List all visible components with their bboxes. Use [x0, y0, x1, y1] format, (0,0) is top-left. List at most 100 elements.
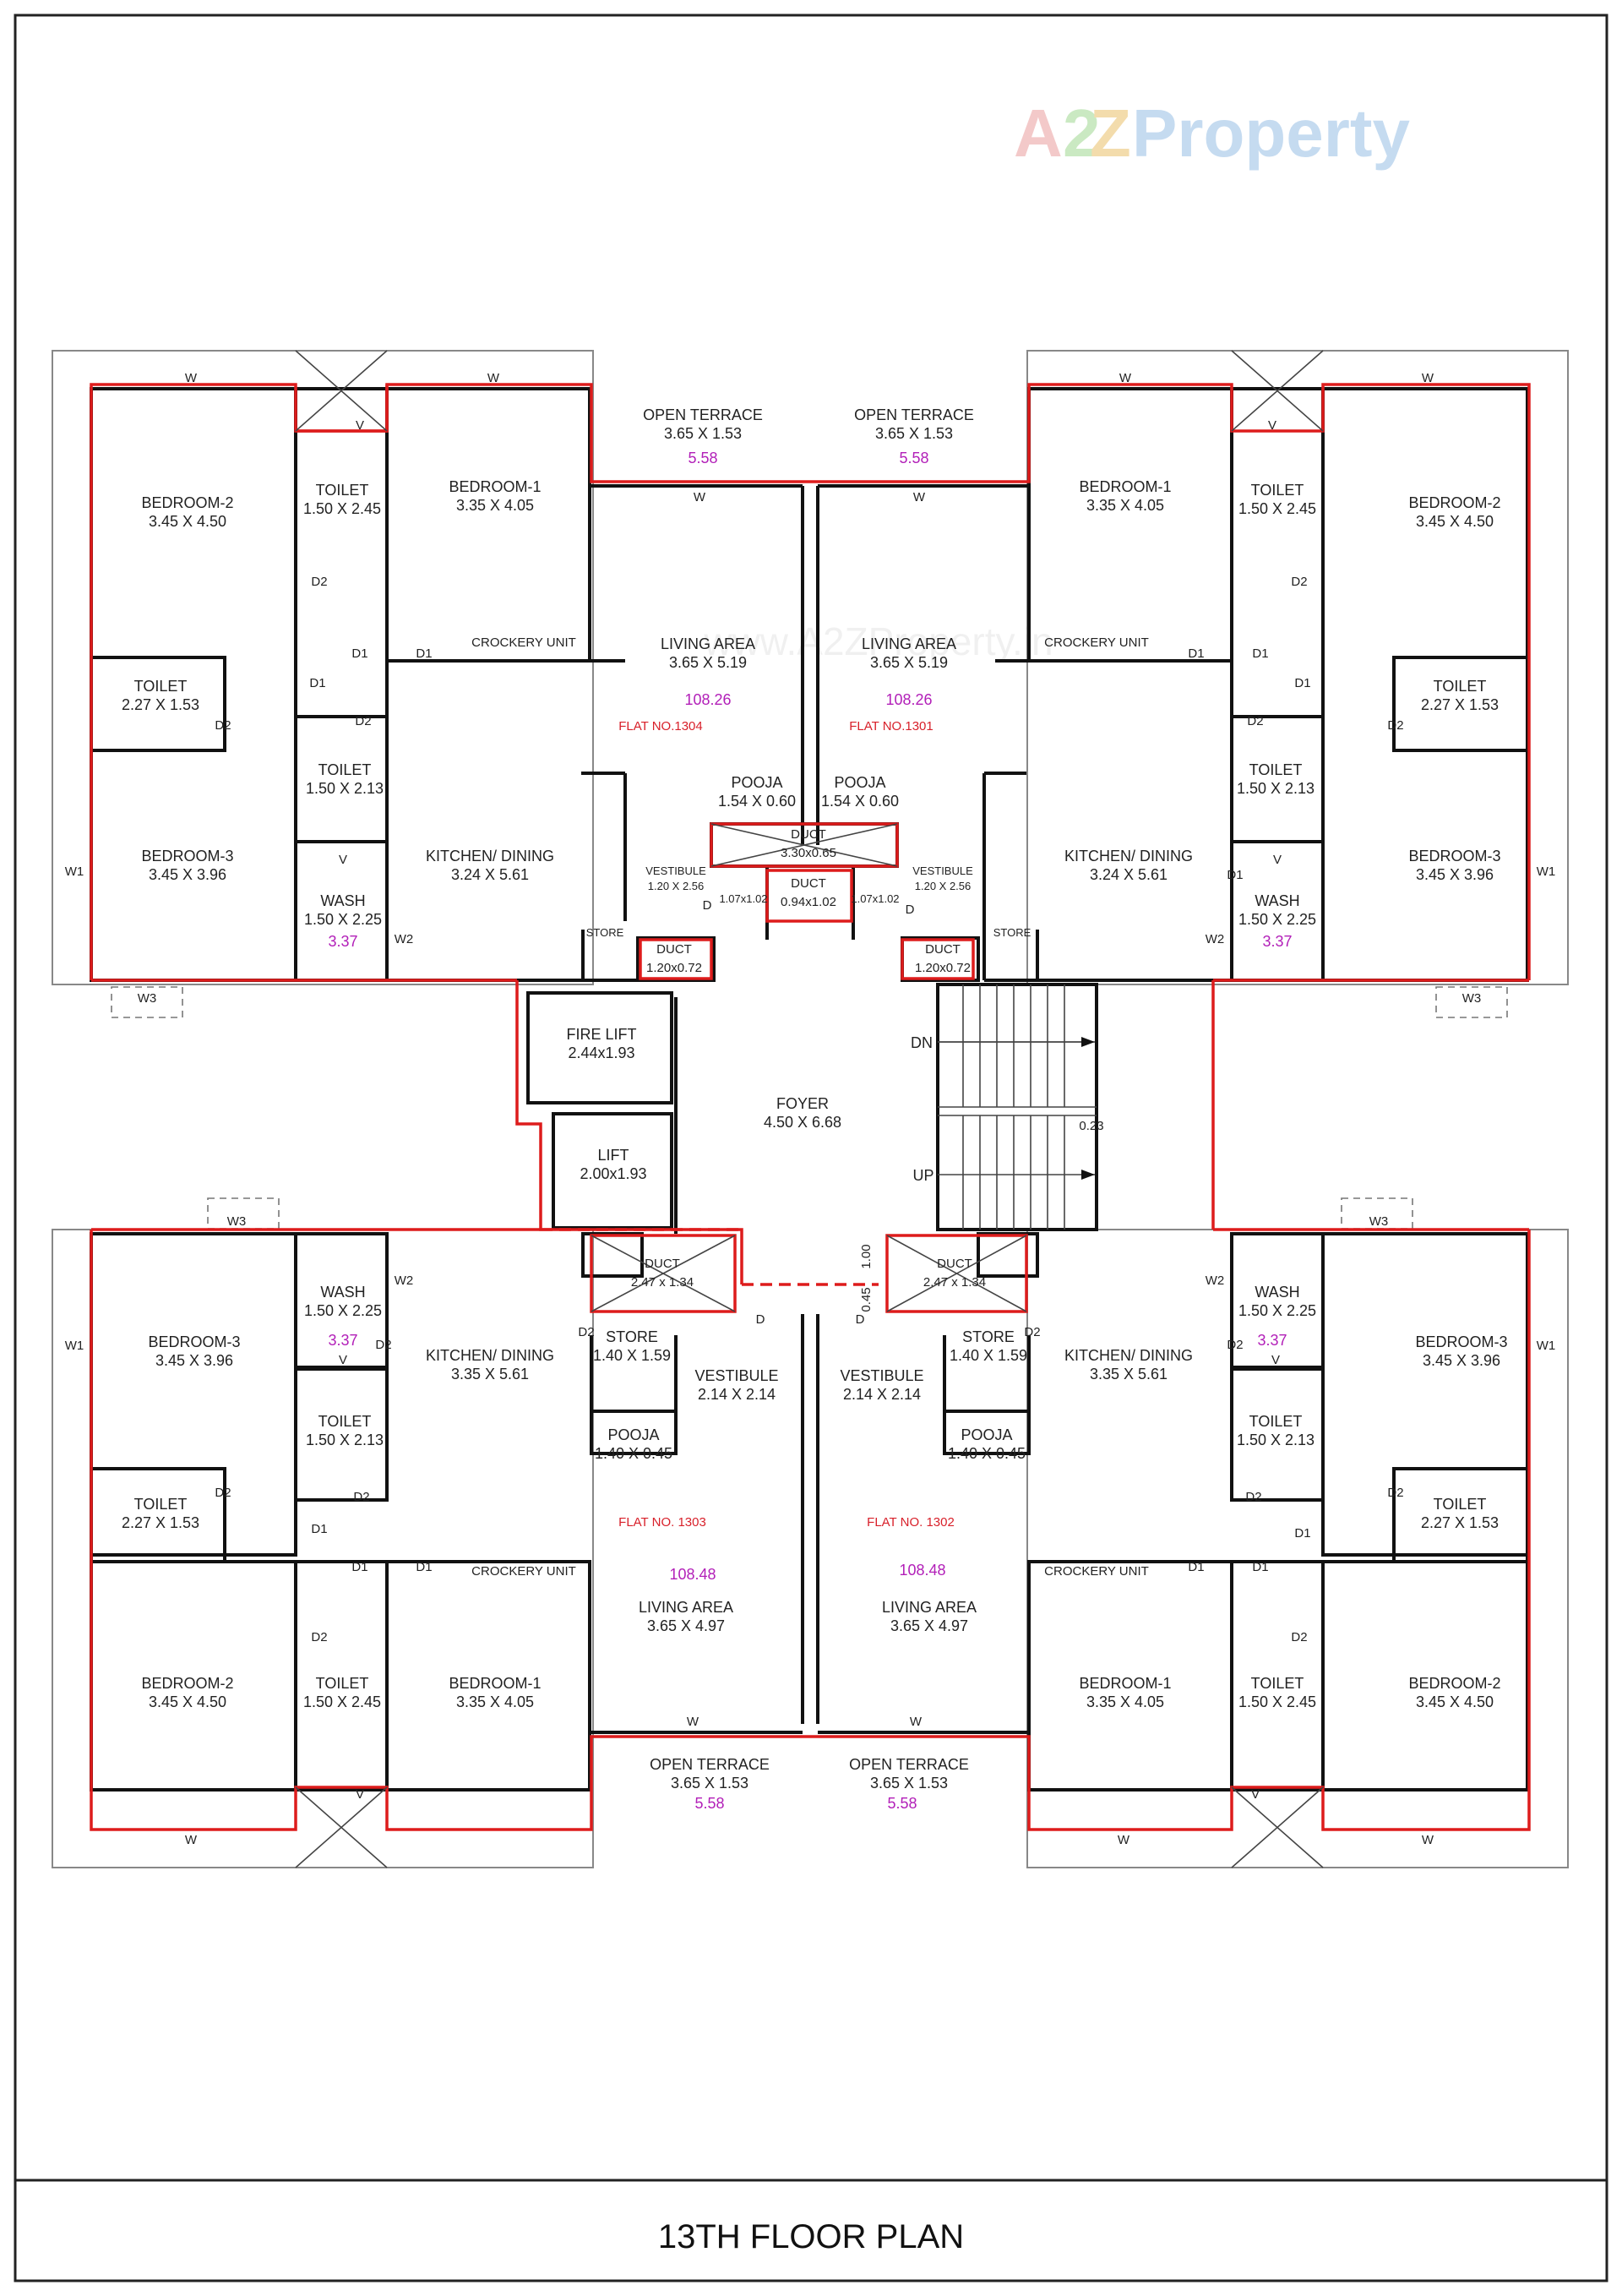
fire-lift-size: 2.44x1.93	[568, 1044, 634, 1061]
watermark-logo: A 2 Z Property	[1014, 95, 1410, 171]
room-wash-1304: WASH	[320, 892, 365, 909]
room-bedroom-2-1302: BEDROOM-2	[1408, 1675, 1500, 1692]
door-tag: D2	[311, 1630, 327, 1644]
window-tag: W	[694, 490, 706, 504]
room-size: 3.35 X 5.61	[1090, 1366, 1168, 1383]
window-tag: W2	[395, 1273, 414, 1288]
room-toilet-1303: TOILET	[316, 1675, 369, 1692]
room-size: 2.27 X 1.53	[1421, 696, 1499, 713]
door-tag: D1	[1188, 1560, 1204, 1574]
wash-area: 3.37	[1257, 1332, 1287, 1349]
vent-tag: V	[1271, 1353, 1280, 1367]
room-size: 2.14 X 2.14	[698, 1386, 776, 1403]
door-tag: D2	[1291, 575, 1307, 589]
stair-up-label: UP	[912, 1167, 933, 1184]
room-bedroom-1-1302: BEDROOM-1	[1079, 1675, 1171, 1692]
room-wash-1301: WASH	[1255, 892, 1299, 909]
stair-up-arrow-icon	[1081, 1170, 1095, 1180]
room-bedroom-3-1302: BEDROOM-3	[1415, 1333, 1507, 1350]
room-size: 1.54 X 0.60	[718, 793, 796, 810]
room-size: 1.40 X 1.59	[593, 1347, 671, 1364]
room-size: 3.65 X 1.53	[870, 1775, 948, 1792]
window-tag: W	[185, 1833, 198, 1847]
room-open-terrace-1302: OPEN TERRACE	[849, 1756, 969, 1773]
room-size: 1.50 X 2.45	[303, 1693, 381, 1710]
room-living-area-1302: LIVING AREA	[882, 1599, 977, 1616]
room-size: 1.50 X 2.45	[1238, 1693, 1316, 1710]
room-wash-1303: WASH	[320, 1284, 365, 1301]
door-tag: D2	[1245, 1490, 1261, 1504]
door-tag: D2	[578, 1325, 594, 1339]
window-tag: W2	[395, 932, 414, 946]
room-size: 1.50 X 2.45	[1238, 500, 1316, 517]
logo-digit-2: 2	[1063, 95, 1101, 171]
room-size: 2.27 X 1.53	[122, 696, 199, 713]
room-size: 1.50 X 2.25	[304, 911, 382, 928]
room-toilet-side-1301: TOILET	[1434, 678, 1487, 695]
room-bedroom-2-1303: BEDROOM-2	[141, 1675, 233, 1692]
crockery-unit: CROCKERY UNIT	[1044, 1564, 1149, 1579]
room-size: 3.65 X 1.53	[664, 425, 742, 442]
room-size: 1.50 X 2.13	[1237, 1432, 1314, 1448]
crockery-unit: CROCKERY UNIT	[1044, 635, 1149, 650]
door-tag: D2	[1387, 1486, 1403, 1500]
door-tag: D2	[1291, 1630, 1307, 1644]
stair-down-arrow-icon	[1081, 1037, 1095, 1047]
room-vestibule-1304: VESTIBULE	[645, 864, 706, 877]
room-size: 2.14 X 2.14	[843, 1386, 921, 1403]
room-vestibule-1302: VESTIBULE	[840, 1367, 923, 1384]
room-size: 1.40 X 0.45	[595, 1445, 672, 1462]
door-tag: D2	[215, 718, 231, 733]
duct-top-size: 3.30x0.65	[781, 846, 836, 860]
door-tag: D2	[1387, 718, 1403, 733]
crockery-unit: CROCKERY UNIT	[471, 1564, 576, 1579]
window-tag: W	[687, 1715, 699, 1729]
sheet-border	[14, 14, 1608, 2282]
door-tag: D1	[1252, 646, 1268, 661]
duct-left-size: 1.20x0.72	[646, 961, 702, 975]
room-size: 3.35 X 4.05	[456, 497, 534, 514]
duct-top-label: DUCT	[791, 827, 826, 842]
window-tag: W	[913, 490, 926, 504]
room-store-1302: STORE	[962, 1328, 1015, 1345]
door-tag: D1	[311, 1522, 327, 1536]
room-bedroom-1-1301: BEDROOM-1	[1079, 478, 1171, 495]
window-tag: W	[487, 371, 500, 385]
room-size: 3.35 X 4.05	[456, 1693, 534, 1710]
room-size: 3.35 X 4.05	[1086, 497, 1164, 514]
room-size: 3.45 X 4.50	[1416, 1693, 1494, 1710]
room-size: 1.50 X 2.25	[1238, 911, 1316, 928]
room-labels: BEDROOM-2 3.45 X 4.50 TOILET 1.50 X 2.45…	[122, 406, 1508, 1812]
room-size: 1.20 X 2.56	[915, 880, 972, 892]
room-size: 1.40 X 0.45	[948, 1445, 1026, 1462]
window-tag: W	[910, 1715, 923, 1729]
terrace-area: 5.58	[688, 450, 717, 466]
room-size: 3.45 X 4.50	[149, 1693, 226, 1710]
dim-023: 0.23	[1079, 1119, 1103, 1133]
vent-tag: V	[1273, 853, 1282, 867]
window-tag: W1	[1537, 864, 1556, 879]
window-tag: W1	[1537, 1339, 1556, 1353]
room-size: 2.27 X 1.53	[122, 1514, 199, 1531]
room-size: 3.45 X 4.50	[1416, 513, 1494, 530]
door-tag: D2	[1024, 1325, 1040, 1339]
room-size: 1.50 X 2.13	[1237, 780, 1314, 797]
store-tag: STORE	[586, 926, 624, 939]
room-toilet-1304: TOILET	[316, 482, 369, 499]
watermark-url: www.A2ZProperty.in	[703, 619, 1053, 663]
duct-hatching	[295, 350, 1324, 1868]
room-size: 3.45 X 4.50	[149, 513, 226, 530]
door-tag: D	[756, 1312, 765, 1327]
room-living-area-1304: LIVING AREA	[661, 635, 755, 652]
room-size: 3.65 X 1.53	[875, 425, 953, 442]
terrace-area: 5.58	[899, 450, 928, 466]
room-toilet-side-1303: TOILET	[134, 1496, 188, 1513]
dim-100: 1.00	[859, 1244, 874, 1268]
foyer-size: 4.50 X 6.68	[764, 1114, 841, 1131]
door-tag: D	[856, 1312, 865, 1327]
door-tag: D	[906, 903, 915, 917]
room-toilet-side-1302: TOILET	[1434, 1496, 1487, 1513]
door-tag: D2	[1227, 1338, 1243, 1352]
room-bedroom-2-1304: BEDROOM-2	[141, 494, 233, 511]
